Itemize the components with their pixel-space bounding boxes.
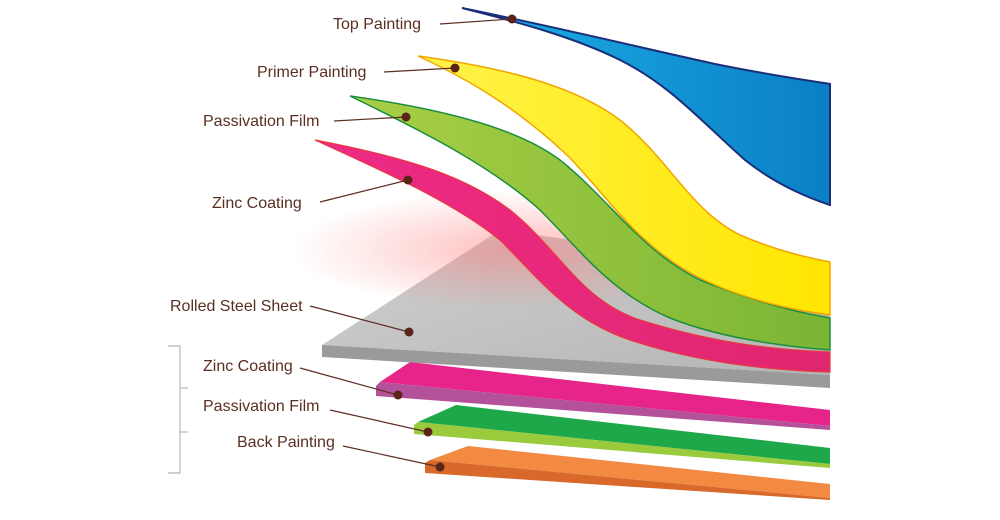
- passivation-film-bottom-layer: [414, 405, 830, 468]
- top-painting-layer: [461, 7, 831, 207]
- label-passivation-film-bottom: Passivation Film: [203, 398, 433, 437]
- label-passivation-film-top: Passivation Film: [203, 112, 411, 130]
- zinc-coating-bottom-layer: [376, 362, 830, 430]
- passivation-film-top-layer: [349, 95, 831, 351]
- back-painting-layer: [425, 446, 830, 500]
- bottom-layers-bracket: [168, 345, 188, 474]
- marker-dot: [423, 427, 433, 437]
- label-top-painting-text: Top Painting: [333, 16, 421, 33]
- marker-dot: [393, 390, 403, 400]
- label-primer-painting: Primer Painting: [257, 63, 460, 81]
- marker-dot: [450, 63, 460, 73]
- marker-dot: [435, 462, 445, 472]
- label-zinc-coating-top-text: Zinc Coating: [212, 195, 302, 212]
- label-passivation-film-bottom-text: Passivation Film: [203, 398, 319, 415]
- marker-dot: [401, 112, 411, 122]
- label-rolled-steel-sheet: Rolled Steel Sheet: [170, 298, 414, 337]
- label-top-painting: Top Painting: [333, 14, 517, 33]
- marker-dot: [507, 14, 517, 24]
- label-zinc-coating-bottom: Zinc Coating: [203, 358, 403, 400]
- label-back-painting: Back Painting: [237, 434, 445, 472]
- marker-dot: [404, 327, 414, 337]
- primer-painting-layer: [417, 55, 831, 316]
- label-rolled-steel-sheet-text: Rolled Steel Sheet: [170, 298, 303, 315]
- label-zinc-coating-bottom-text: Zinc Coating: [203, 358, 293, 375]
- label-primer-painting-text: Primer Painting: [257, 64, 366, 81]
- label-passivation-film-top-text: Passivation Film: [203, 113, 319, 130]
- zinc-coating-top-layer: [314, 139, 831, 373]
- marker-dot: [403, 175, 413, 185]
- label-back-painting-text: Back Painting: [237, 434, 335, 451]
- label-zinc-coating-top: Zinc Coating: [212, 175, 413, 212]
